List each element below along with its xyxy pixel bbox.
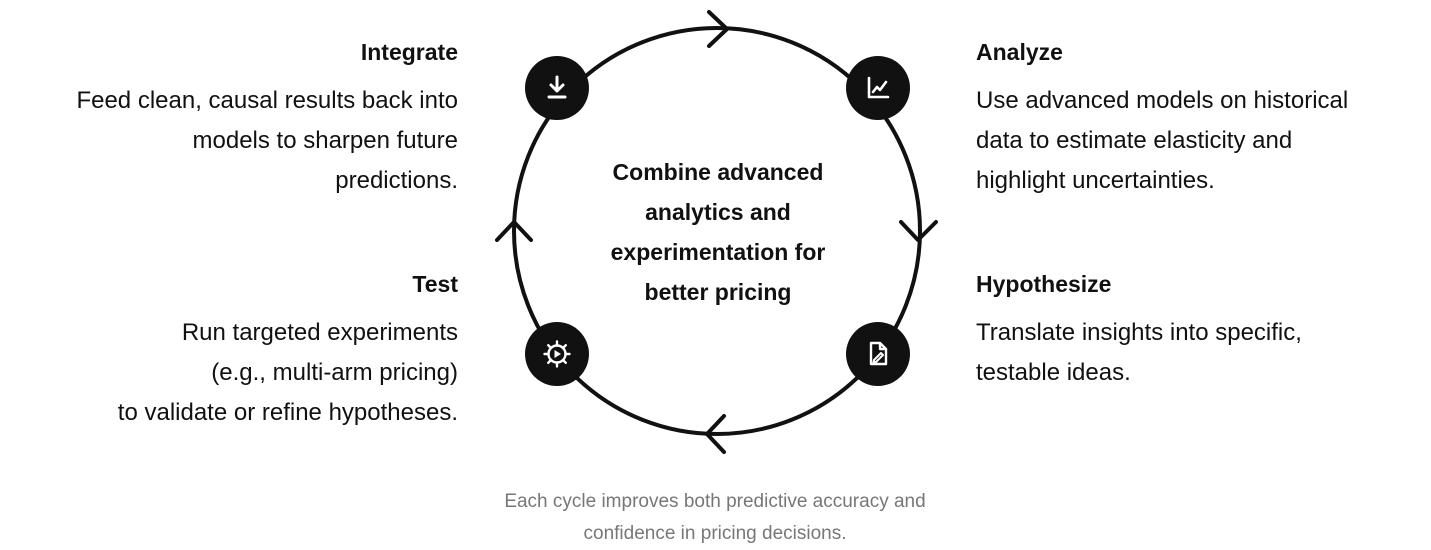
arrow-right [899, 220, 938, 242]
description-line: Run targeted experiments [181, 319, 458, 346]
step-test: Test Run targeted experiments (e.g., mul… [0, 269, 458, 433]
step-title: Analyze [976, 39, 1063, 65]
step-title: Test [412, 271, 458, 297]
document-pen-icon [869, 341, 888, 366]
arrow-bottom [705, 414, 726, 454]
center-line: Combine advanced [612, 159, 824, 185]
footer-line: Each cycle improves both predictive accu… [504, 491, 926, 512]
step-description: Run targeted experiments (e.g., multi-ar… [0, 313, 458, 433]
arrow-top [707, 10, 729, 48]
step-title: Integrate [360, 39, 458, 65]
description-line: highlight uncertainties. [976, 167, 1215, 194]
description-line: Feed clean, causal results back into [76, 87, 458, 114]
gear-play-icon [543, 340, 571, 368]
test-node [525, 322, 589, 386]
footer-caption: Each cycle improves both predictive accu… [415, 486, 1015, 550]
center-line: better pricing [644, 279, 792, 305]
description-line: models to sharpen future [192, 127, 459, 154]
download-icon [547, 75, 567, 99]
step-analyze: Analyze Use advanced models on historica… [976, 37, 1431, 201]
step-description: Translate insights into specific, testab… [976, 313, 1431, 393]
step-integrate: Integrate Feed clean, causal results bac… [0, 37, 458, 201]
description-line: Translate insights into specific, [976, 319, 1302, 346]
center-line: experimentation for [610, 239, 826, 265]
step-description: Feed clean, causal results back into mod… [0, 81, 458, 201]
step-description: Use advanced models on historical data t… [976, 81, 1431, 201]
integrate-node [525, 56, 589, 120]
center-line: analytics and [645, 199, 791, 225]
description-line: to validate or refine hypotheses. [117, 399, 458, 426]
center-statement: Combine advanced analytics and experimen… [568, 152, 868, 312]
step-title: Hypothesize [976, 271, 1112, 297]
description-line: testable ideas. [976, 359, 1131, 386]
cycle-circle [512, 26, 922, 436]
arrow-left [495, 220, 533, 242]
description-line: data to estimate elasticity and [976, 127, 1293, 154]
description-line: Use advanced models on historical [976, 87, 1349, 114]
analyze-node [846, 56, 910, 120]
footer-line: confidence in pricing decisions. [583, 523, 847, 544]
hypothesize-node [846, 322, 910, 386]
description-line: (e.g., multi-arm pricing) [211, 359, 458, 386]
step-hypothesize: Hypothesize Translate insights into spec… [976, 269, 1431, 393]
line-chart-icon [867, 76, 890, 99]
description-line: predictions. [335, 167, 458, 194]
cycle-ring [495, 10, 938, 454]
